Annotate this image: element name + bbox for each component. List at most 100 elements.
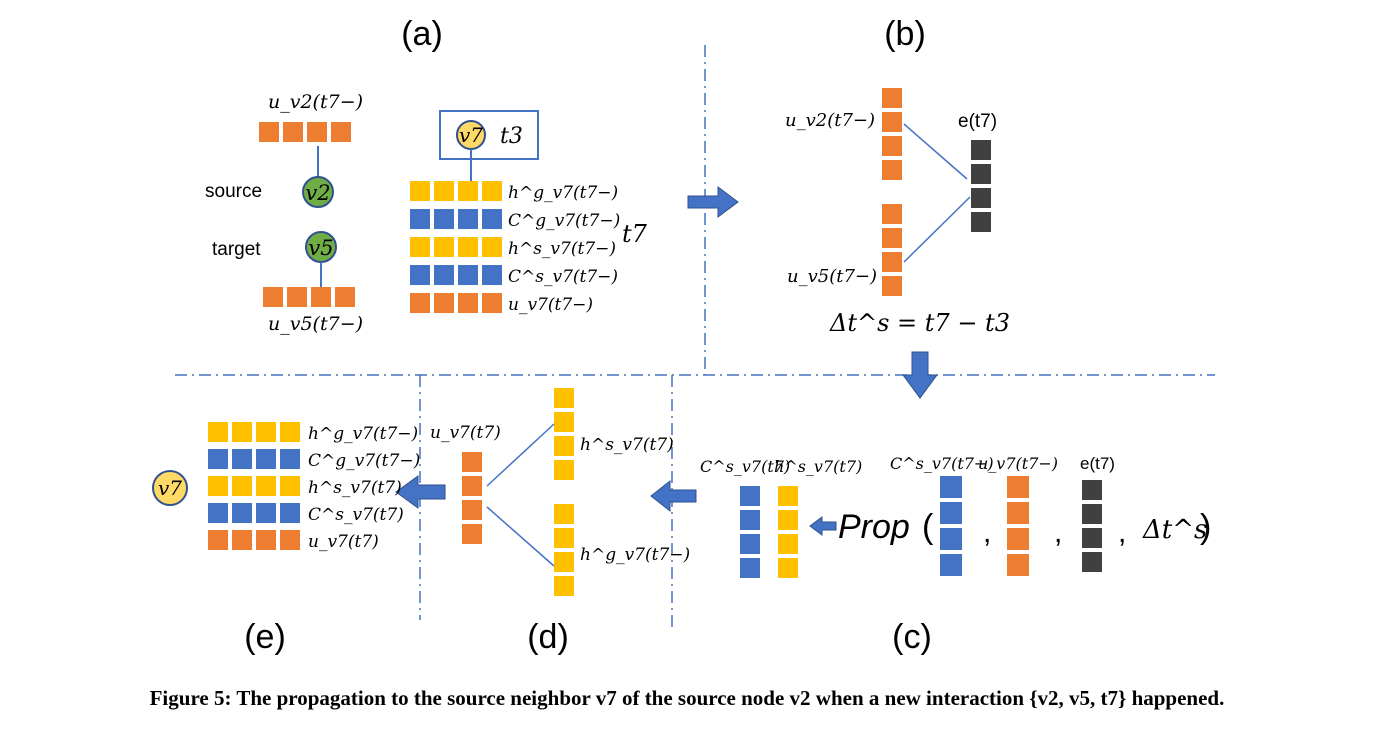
vector-cell xyxy=(940,476,962,498)
arrow-c-to-d xyxy=(650,479,697,513)
vector-cell xyxy=(307,122,327,142)
vector-cell xyxy=(554,552,574,572)
svg-text:,: , xyxy=(983,516,991,549)
vector-cell xyxy=(554,436,574,456)
memory-cell xyxy=(280,503,300,523)
node-v7-e-label: v7 xyxy=(158,476,182,500)
memory-cell xyxy=(410,265,430,285)
paren-open: ( xyxy=(922,508,934,546)
panel-label-b: (b) xyxy=(884,15,926,53)
vector-cell xyxy=(462,500,482,520)
vector-cell xyxy=(882,276,902,296)
memory-cell xyxy=(434,237,454,257)
node-v7-label: v7 xyxy=(459,123,483,147)
delta-arg: Δt^s xyxy=(1142,515,1207,545)
vector-cell xyxy=(778,510,798,530)
figure-caption: Figure 5: The propagation to the source … xyxy=(149,686,1225,710)
vector-cell xyxy=(1007,554,1029,576)
vector-cell xyxy=(287,287,307,307)
vector-cell xyxy=(882,136,902,156)
panel-a: u_v2(t7−) source v2 target v5 u_v5(t7−) … xyxy=(205,91,648,335)
label-u-v7-t7: u_v7(t7) xyxy=(430,423,501,443)
vector-e-in xyxy=(1082,480,1102,572)
vector-cell xyxy=(778,534,798,554)
node-v2 xyxy=(302,176,334,208)
vector-cell xyxy=(882,204,902,224)
memory-cell xyxy=(232,503,252,523)
label-h-s-d: h^s_v7(t7) xyxy=(580,435,674,455)
vector-cell xyxy=(1007,528,1029,550)
panel-b: u_v2(t7−) u_v5(t7−) e(t7) Δt^s = t7 − t3 xyxy=(785,88,1010,337)
memory-matrix-v7: h^g_v7(t7−)C^g_v7(t7−)h^s_v7(t7−)C^s_v7(… xyxy=(410,181,620,315)
vector-cell xyxy=(940,554,962,576)
vector-C-s-in xyxy=(940,476,962,576)
propagation-diagram: (a) (b) (c) (d) (e) u_v2(t7−) source v2 … xyxy=(152,15,1215,656)
vector-u-v7-t7 xyxy=(462,452,482,544)
paren-close: ) xyxy=(1200,508,1211,546)
memory-cell xyxy=(232,476,252,496)
vector-cell xyxy=(263,287,283,307)
vector-cell xyxy=(740,558,760,578)
vector-h-s-out xyxy=(778,486,798,578)
vector-cell xyxy=(971,140,991,160)
memory-cell xyxy=(458,237,478,257)
label-h-s-out: h^s_v7(t7) xyxy=(774,457,862,476)
vector-cell xyxy=(462,524,482,544)
label-C-s-in: C^s_v7(t7−) xyxy=(890,454,994,473)
memory-row-label: C^s_v7(t7) xyxy=(308,505,404,525)
vector-cell xyxy=(554,388,574,408)
vector-cell xyxy=(740,486,760,506)
vector-C-s-out xyxy=(740,486,760,578)
memory-cell xyxy=(256,476,276,496)
vector-u-in xyxy=(1007,476,1029,576)
memory-cell xyxy=(232,530,252,550)
vector-cell xyxy=(882,112,902,132)
memory-cell xyxy=(410,293,430,313)
vector-cell xyxy=(971,188,991,208)
panel-label-d: (d) xyxy=(527,618,569,656)
vector-cell xyxy=(554,528,574,548)
svg-text:,: , xyxy=(1118,516,1126,549)
vector-cell xyxy=(740,534,760,554)
vector-cell xyxy=(778,486,798,506)
label-t3: t3 xyxy=(500,124,523,149)
svg-text:,: , xyxy=(1054,516,1062,549)
memory-cell xyxy=(434,293,454,313)
label-target: target xyxy=(212,239,261,260)
vector-u-v5 xyxy=(263,287,355,307)
label-u-v5-b: u_v5(t7−) xyxy=(787,266,877,287)
label-t7: t7 xyxy=(622,220,648,248)
memory-row-label: h^s_v7(t7−) xyxy=(508,239,616,259)
vector-cell xyxy=(940,528,962,550)
panel-label-e: (e) xyxy=(244,618,286,656)
vector-cell xyxy=(1007,476,1029,498)
vector-cell xyxy=(1082,528,1102,548)
memory-row-label: C^s_v7(t7−) xyxy=(508,267,618,287)
memory-cell xyxy=(482,293,502,313)
memory-cell xyxy=(410,209,430,229)
vector-cell xyxy=(882,160,902,180)
memory-row-label: C^g_v7(t7−) xyxy=(508,211,620,231)
vector-u-v5-b xyxy=(882,204,902,296)
vector-cell xyxy=(554,412,574,432)
memory-cell xyxy=(410,181,430,201)
memory-cell xyxy=(280,422,300,442)
vector-cell xyxy=(462,476,482,496)
arrow-b-to-c xyxy=(902,351,938,399)
memory-row-label: C^g_v7(t7−) xyxy=(308,451,420,471)
memory-cell xyxy=(208,476,228,496)
memory-cell xyxy=(280,530,300,550)
vector-cell xyxy=(259,122,279,142)
label-C-s-out: C^s_v7(t7) xyxy=(700,457,790,476)
memory-cell xyxy=(280,449,300,469)
panel-label-c: (c) xyxy=(892,618,932,656)
label-source: source xyxy=(205,181,262,202)
vector-cell xyxy=(971,164,991,184)
memory-cell xyxy=(434,265,454,285)
vector-cell xyxy=(554,504,574,524)
memory-cell xyxy=(482,237,502,257)
vector-cell xyxy=(971,212,991,232)
prop-function: Prop xyxy=(838,508,910,546)
vector-cell xyxy=(882,252,902,272)
memory-cell xyxy=(434,181,454,201)
